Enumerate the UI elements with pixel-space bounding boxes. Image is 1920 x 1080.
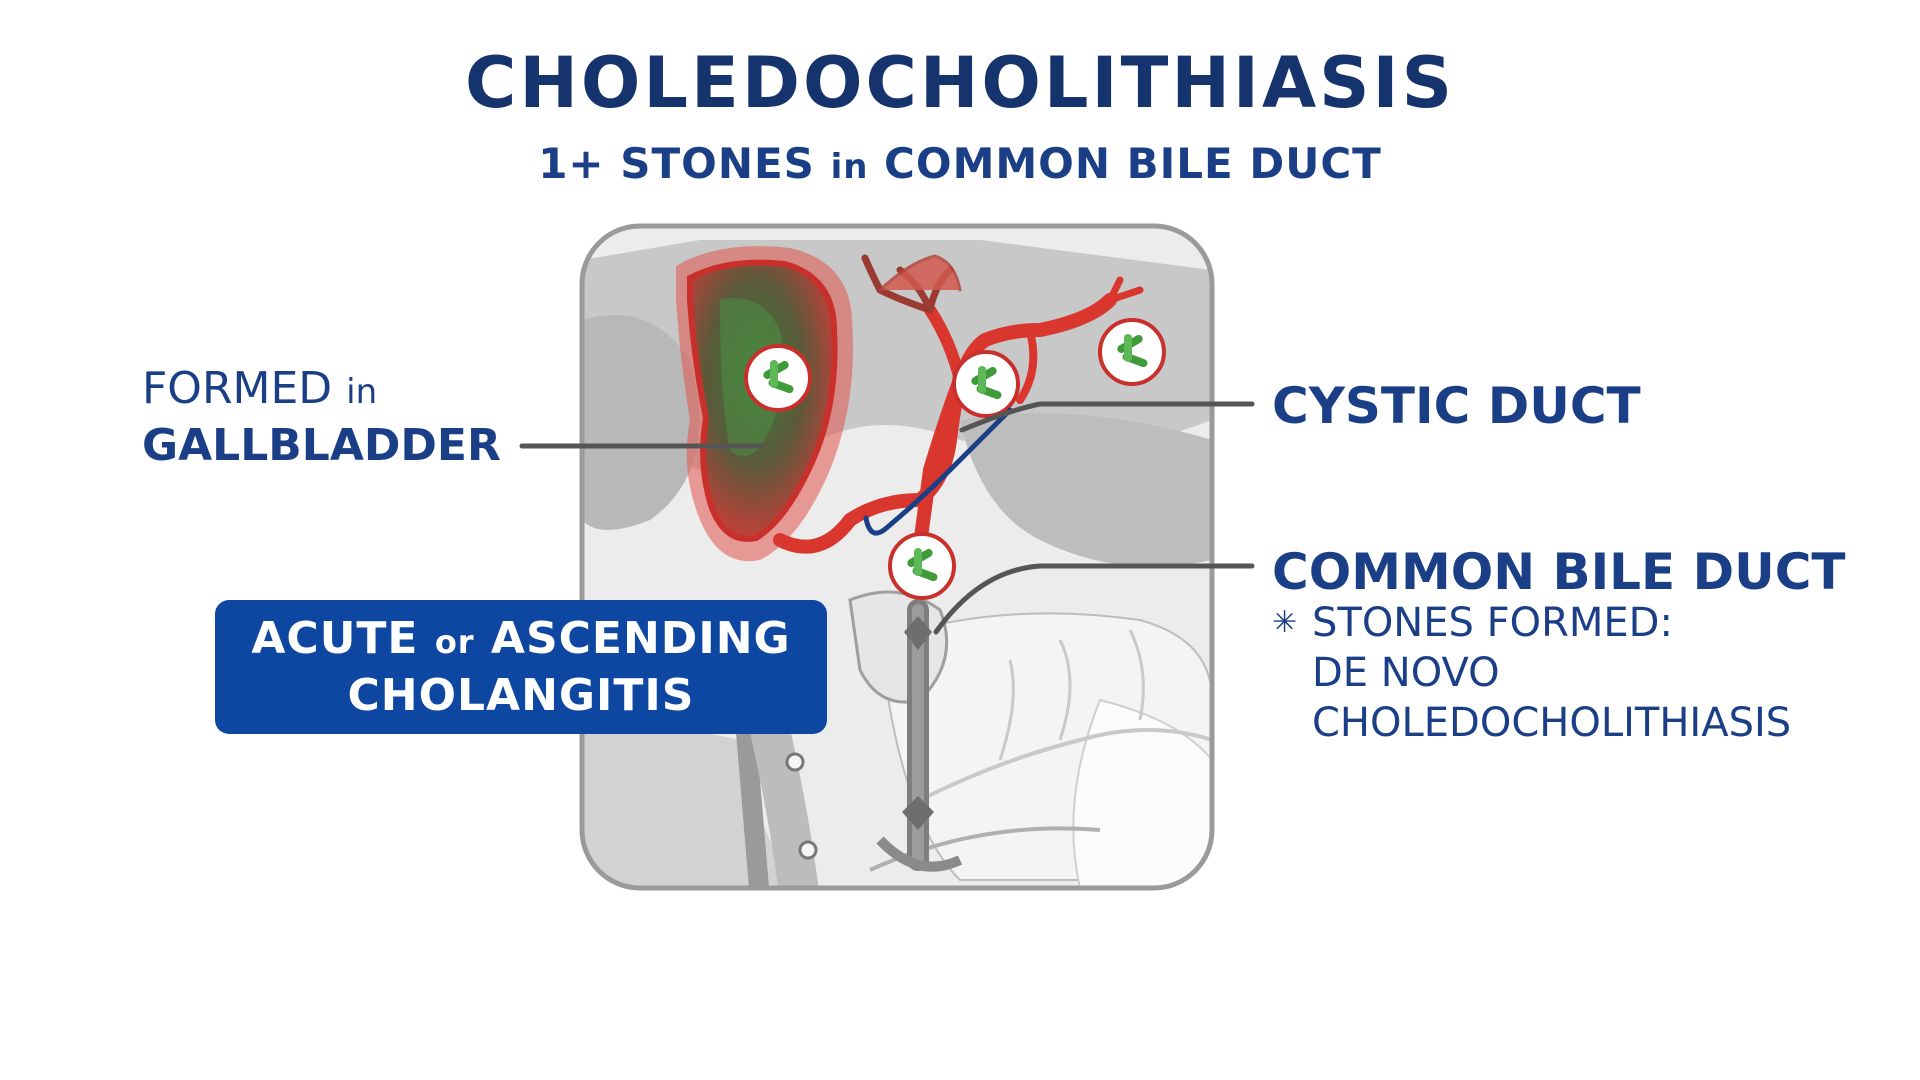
formed-in-gallbladder-label: FORMED in GALLBLADDER bbox=[142, 362, 501, 473]
note-line2: DE NOVO bbox=[1312, 650, 1500, 696]
stones-formed-note: ✳ STONES FORMED: DE NOVO CHOLEDOCHOLITHIA… bbox=[1272, 598, 1791, 748]
callout-ascending: ASCENDING bbox=[474, 613, 791, 664]
callout-acute: ACUTE bbox=[251, 613, 435, 664]
subtitle-part1: 1+ STONES bbox=[538, 139, 831, 188]
pointer-lines bbox=[519, 401, 1255, 635]
bacteria-icon bbox=[888, 532, 956, 600]
asterisk-icon: ✳ bbox=[1272, 605, 1298, 640]
note-line3: CHOLEDOCHOLITHIASIS bbox=[1312, 700, 1792, 746]
bacteria-icon bbox=[1098, 318, 1166, 386]
cystic-duct-label: CYSTIC DUCT bbox=[1272, 377, 1641, 435]
callout-cholangitis: CHOLANGITIS bbox=[347, 670, 695, 721]
bacteria-icon bbox=[744, 344, 812, 412]
common-bile-duct-label: COMMON BILE DUCT bbox=[1272, 543, 1846, 601]
gallbladder-word: GALLBLADDER bbox=[142, 420, 501, 471]
page-title: CHOLEDOCHOLITHIASIS bbox=[464, 42, 1456, 124]
cholangitis-callout: ACUTE or ASCENDING CHOLANGITIS bbox=[215, 600, 827, 734]
subtitle-in: in bbox=[830, 147, 869, 187]
cystic-duct-highlight bbox=[863, 407, 1013, 536]
callout-or: or bbox=[434, 623, 475, 661]
page-subtitle: 1+ STONES in COMMON BILE DUCT bbox=[0, 136, 1920, 195]
biliary-ducts bbox=[773, 254, 1144, 567]
subtitle-part2: COMMON BILE DUCT bbox=[868, 139, 1382, 188]
formed-in-word: in bbox=[346, 372, 378, 412]
note-line1: STONES FORMED: bbox=[1312, 600, 1673, 646]
bacteria-icon bbox=[952, 350, 1020, 418]
formed-word: FORMED bbox=[142, 363, 347, 414]
